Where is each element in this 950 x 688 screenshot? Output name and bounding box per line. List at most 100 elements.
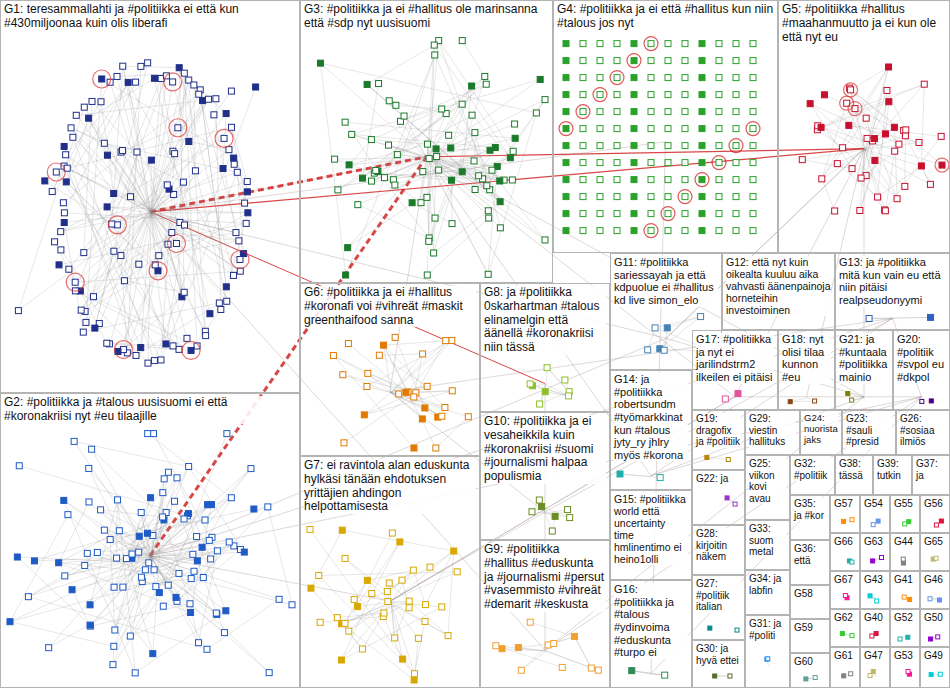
network-link	[885, 136, 942, 210]
network-vertex	[699, 177, 705, 183]
network-vertex	[52, 239, 58, 245]
network-link	[191, 579, 292, 605]
network-link	[118, 271, 158, 352]
network-vertex	[699, 75, 705, 81]
network-link	[367, 84, 500, 201]
network-link	[707, 458, 728, 460]
network-vertex	[648, 143, 654, 149]
group-label: G55	[894, 498, 913, 510]
network-vertex	[289, 602, 295, 608]
group-box: G61	[830, 647, 860, 688]
highlight-ring	[66, 273, 84, 291]
network-link	[885, 151, 894, 211]
network-vertex	[90, 294, 96, 300]
network-link	[151, 182, 183, 213]
network-link	[113, 585, 168, 664]
network-vertex	[132, 670, 138, 676]
network-link	[184, 73, 197, 346]
network-vertex	[392, 182, 398, 188]
network-vertex	[114, 73, 120, 79]
network-vertex	[180, 179, 186, 185]
network-vertex	[699, 92, 705, 98]
network-vertex	[813, 399, 817, 403]
network-vertex	[110, 662, 116, 668]
network-vertex	[665, 194, 671, 200]
network-cluster	[301, 1, 553, 283]
network-vertex	[401, 113, 407, 119]
network-vertex	[392, 334, 398, 340]
group-box: G21: ja #kuntaala #politiikka mainio	[835, 330, 893, 410]
network-vertex	[191, 82, 197, 88]
network-link	[319, 572, 457, 576]
network-vertex	[580, 92, 586, 98]
network-vertex	[733, 194, 739, 200]
network-link	[860, 160, 875, 210]
network-vertex	[716, 177, 722, 183]
highlight-ring	[169, 119, 187, 137]
group-label: G9: #politiikka #hallitus #eduskunta ja …	[484, 543, 606, 612]
network-vertex	[750, 177, 756, 183]
network-vertex	[934, 523, 938, 527]
network-vertex	[174, 475, 180, 481]
network-link	[107, 155, 130, 197]
network-link	[67, 168, 151, 213]
network-vertex	[631, 92, 637, 98]
group-label: G34: ja labfin	[749, 573, 786, 596]
network-vertex	[614, 160, 620, 166]
network-link	[391, 602, 414, 674]
network-vertex	[716, 228, 722, 234]
network-vertex	[138, 574, 144, 580]
network-link	[114, 498, 150, 588]
network-vertex	[665, 75, 671, 81]
network-vertex	[614, 177, 620, 183]
highlight-ring	[627, 54, 641, 68]
network-vertex	[563, 126, 569, 132]
network-vertex	[665, 211, 671, 217]
network-link	[379, 355, 427, 386]
network-link	[85, 565, 153, 653]
network-link	[71, 128, 151, 213]
network-vertex	[364, 577, 370, 583]
network-vertex	[176, 346, 182, 352]
group-label: G16: #politiikka ja #talous #ydinvoima #…	[614, 583, 688, 659]
network-link	[364, 393, 391, 415]
network-vertex	[223, 608, 229, 614]
network-link	[199, 94, 244, 253]
network-vertex	[716, 58, 722, 64]
network-link	[310, 529, 414, 673]
network-vertex	[580, 143, 586, 149]
group-box: G49	[920, 647, 950, 688]
network-vertex	[882, 207, 888, 213]
network-vertex	[160, 490, 166, 496]
network-vertex	[410, 567, 416, 573]
network-vertex	[563, 92, 569, 98]
network-vertex	[539, 504, 545, 510]
network-vertex	[875, 599, 879, 603]
network-link	[130, 612, 190, 636]
network-link	[429, 159, 504, 181]
group-label: G22: ja	[696, 473, 728, 485]
network-vertex	[566, 393, 572, 399]
network-vertex	[224, 431, 230, 437]
network-link	[45, 181, 112, 224]
network-link	[90, 500, 118, 605]
network-vertex	[902, 183, 908, 189]
network-link	[71, 128, 122, 151]
network-vertex	[849, 166, 855, 172]
group-label: G10: #politiikka ja ei vesaheikkila kuin…	[484, 415, 606, 484]
group-label: G24: nuorista jaks	[804, 413, 838, 446]
network-vertex	[98, 507, 104, 513]
network-link	[488, 113, 536, 274]
network-vertex	[597, 41, 603, 47]
network-vertex	[393, 102, 399, 108]
group-box: G32: #politiik	[790, 455, 835, 495]
network-vertex	[213, 96, 219, 102]
network-vertex	[497, 178, 503, 184]
network-vertex	[891, 124, 897, 130]
network-vertex	[920, 399, 924, 403]
network-vertex	[716, 75, 722, 81]
group-box: G22: ja	[692, 470, 745, 525]
network-vertex	[661, 347, 667, 353]
network-vertex	[343, 272, 349, 278]
network-link	[80, 291, 106, 343]
